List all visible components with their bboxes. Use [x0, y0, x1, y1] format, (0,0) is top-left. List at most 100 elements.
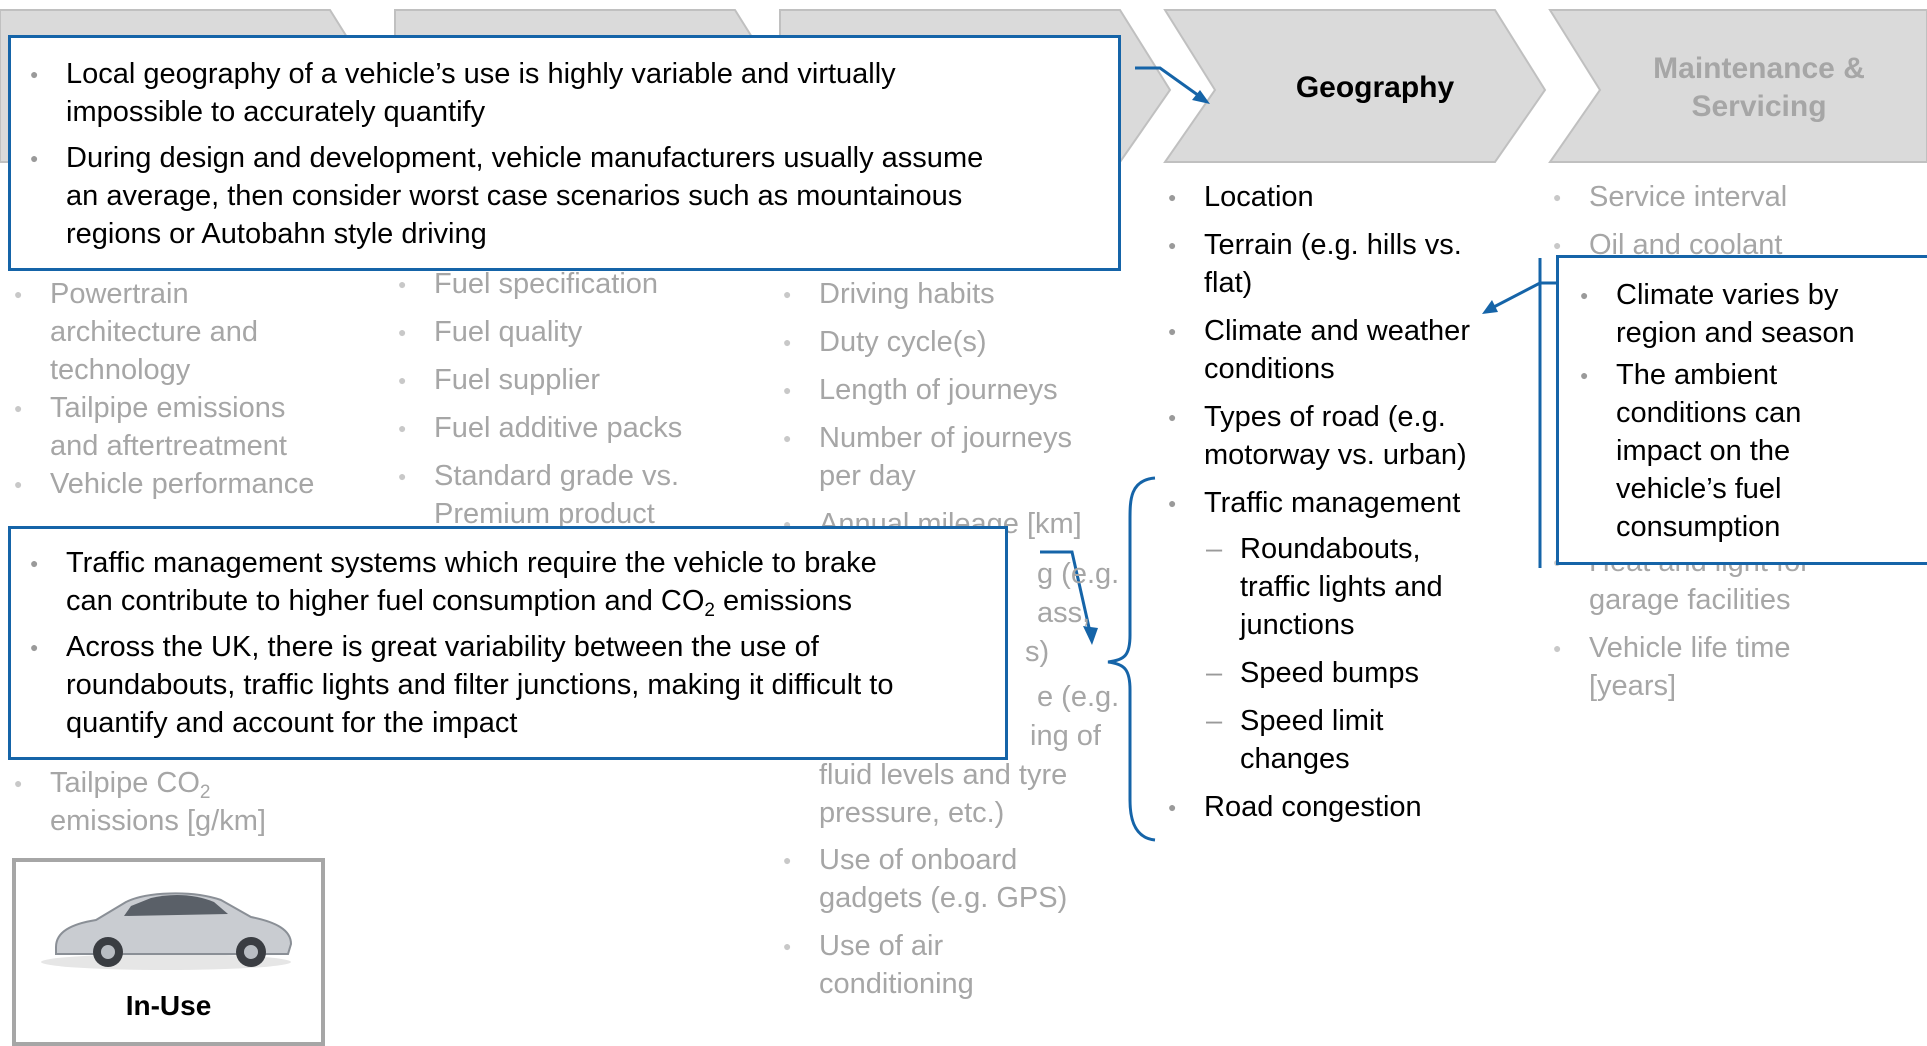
list-item-line: Terrain (e.g. hills vs.: [1204, 229, 1462, 261]
maintenance-heading-line1: Maintenance &: [1653, 52, 1865, 85]
list-item-line: changes: [1240, 743, 1350, 775]
callout-geography-summary: Local geography of a vehicle’s use is hi…: [8, 35, 1121, 271]
list-item: Types of road (e.g. motorway vs. urban): [1168, 398, 1534, 474]
list-item-line: emissions [g/km]: [50, 805, 266, 837]
connector-bottom: [1040, 550, 1092, 633]
callout-line: region and season: [1616, 317, 1855, 349]
driver-fragment-4: e (e.g.: [1037, 681, 1120, 713]
driver-column: Driving habits Duty cycle(s) Length of j…: [783, 275, 1149, 543]
list-item: Tailpipe emissions and aftertreatment: [14, 389, 370, 465]
list-item-line: garage facilities: [1589, 584, 1791, 616]
callout-line: can contribute to higher fuel consumptio…: [66, 582, 1005, 620]
list-item-line: Vehicle performance: [50, 468, 315, 500]
list-item: Fuel specification: [398, 265, 774, 303]
driver-fragment-3: s): [1025, 636, 1050, 668]
list-item: Powertrain architecture and technology: [14, 275, 370, 389]
list-item: Fuel supplier: [398, 361, 774, 399]
list-item-line: technology: [50, 354, 191, 386]
list-item: Terrain (e.g. hills vs. flat): [1168, 226, 1534, 302]
list-item-line: Powertrain: [50, 278, 189, 310]
callout-traffic-management: Traffic management systems which require…: [8, 526, 1008, 760]
driver-fluid-lines: fluid levels and tyre pressure, etc.): [819, 756, 1067, 832]
list-item-line: pressure, etc.): [819, 797, 1005, 829]
list-item: Climate and weather conditions: [1168, 312, 1534, 388]
sub-list-item: Roundabouts, traffic lights and junction…: [1206, 530, 1534, 644]
driver-column-lower: Use of onboard gadgets (e.g. GPS) Use of…: [783, 841, 1149, 1003]
list-item: Duty cycle(s): [783, 323, 1149, 361]
maintenance-column: Service interval Oil and coolant: [1553, 178, 1909, 264]
arrowhead-top: [1192, 90, 1210, 104]
list-item-line: conditioning: [819, 968, 974, 1000]
list-item: Number of journeys per day: [783, 419, 1149, 495]
callout-line: an average, then consider worst case sce…: [66, 180, 963, 212]
sub-list-item: Speed limit changes: [1206, 702, 1534, 778]
list-item-line: flat): [1204, 267, 1253, 299]
maintenance-column-lower: Heat and light for garage facilities Veh…: [1553, 543, 1909, 705]
list-item: Service interval: [1553, 178, 1909, 216]
callout-line: conditions can: [1616, 397, 1802, 429]
chevron-geography: [1163, 9, 1547, 163]
co2-label: Tailpipe CO: [50, 767, 200, 799]
list-item: Standard grade vs. Premium product: [398, 457, 774, 533]
driver-fragment-2: ass,: [1037, 597, 1091, 629]
list-item: Use of air conditioning: [783, 927, 1149, 1003]
list-item: Use of onboard gadgets (e.g. GPS): [783, 841, 1149, 917]
list-item: Length of journeys: [783, 371, 1149, 409]
callout-text: can contribute to higher fuel consumptio…: [66, 585, 705, 617]
list-item-line: Vehicle life time: [1589, 632, 1791, 664]
list-item-line: per day: [819, 460, 916, 492]
list-item-line: Tailpipe emissions: [50, 392, 286, 424]
callout-bullet: Traffic management systems which require…: [30, 544, 1005, 620]
callout-line: consumption: [1616, 511, 1781, 543]
arrowhead-bottom: [1083, 626, 1098, 645]
traffic-brace: [1107, 476, 1156, 842]
callout-line: impact on the: [1616, 435, 1791, 467]
list-item-line: [years]: [1589, 670, 1677, 702]
in-use-card: In-Use: [12, 858, 325, 1046]
callout-line: During design and development, vehicle m…: [66, 142, 984, 174]
callout-bullet: The ambient conditions can impact on the…: [1580, 356, 1927, 546]
callout-line: The ambient: [1616, 359, 1778, 391]
list-item: Tailpipe CO2 emissions [g/km]: [14, 764, 370, 840]
list-item-line: motorway vs. urban): [1204, 439, 1467, 471]
callout-bullet: Climate varies by region and season: [1580, 276, 1927, 352]
callout-line: vehicle’s fuel: [1616, 473, 1782, 505]
list-item-line: junctions: [1240, 609, 1355, 641]
chevron-maintenance: [1548, 9, 1927, 163]
list-item-line: Tailpipe CO2: [50, 764, 370, 802]
list-item-line: Use of onboard: [819, 844, 1018, 876]
list-item: Fuel additive packs: [398, 409, 774, 447]
driver-fragment-5: ing of: [1030, 720, 1101, 752]
callout-bullet: During design and development, vehicle m…: [30, 139, 1118, 253]
callout-climate: Climate varies by region and season The …: [1556, 255, 1927, 565]
list-item-line: Premium product: [434, 498, 655, 530]
list-item-line: architecture and: [50, 316, 258, 348]
in-use-label: In-Use: [125, 990, 212, 1021]
callout-line: regions or Autobahn style driving: [66, 218, 487, 250]
callout-line: Climate varies by: [1616, 279, 1839, 311]
arrowhead-right: [1482, 300, 1498, 314]
connector-top: [1135, 66, 1203, 100]
geography-heading: Geography: [1295, 71, 1455, 104]
list-item-line: Use of air: [819, 930, 944, 962]
maintenance-heading: Maintenance & Servicing: [1600, 50, 1918, 126]
callout-line: Across the UK, there is great variabilit…: [66, 631, 819, 663]
list-item-line: gadgets (e.g. GPS): [819, 882, 1068, 914]
vehicle-co2-item: Tailpipe CO2 emissions [g/km]: [14, 764, 370, 840]
list-item-line: Roundabouts,: [1240, 533, 1421, 565]
list-item-line: Speed limit: [1240, 705, 1384, 737]
list-item: Vehicle performance: [14, 465, 370, 503]
co2-subscript: 2: [704, 600, 715, 621]
list-item: Driving habits: [783, 275, 1149, 313]
maintenance-heading-line2: Servicing: [1691, 90, 1827, 123]
callout-bullet: Across the UK, there is great variabilit…: [30, 628, 1005, 742]
list-item-line: traffic lights and: [1240, 571, 1443, 603]
co2-subscript: 2: [199, 782, 211, 803]
list-item-line: fluid levels and tyre: [819, 759, 1068, 791]
callout-bullet: Local geography of a vehicle’s use is hi…: [30, 55, 1118, 131]
list-item: Fuel quality: [398, 313, 774, 351]
callout-line: Traffic management systems which require…: [66, 547, 877, 579]
list-item-line: Number of journeys: [819, 422, 1073, 454]
driver-fragment-1: g (e.g.: [1037, 558, 1120, 590]
car-icon: [41, 892, 293, 970]
